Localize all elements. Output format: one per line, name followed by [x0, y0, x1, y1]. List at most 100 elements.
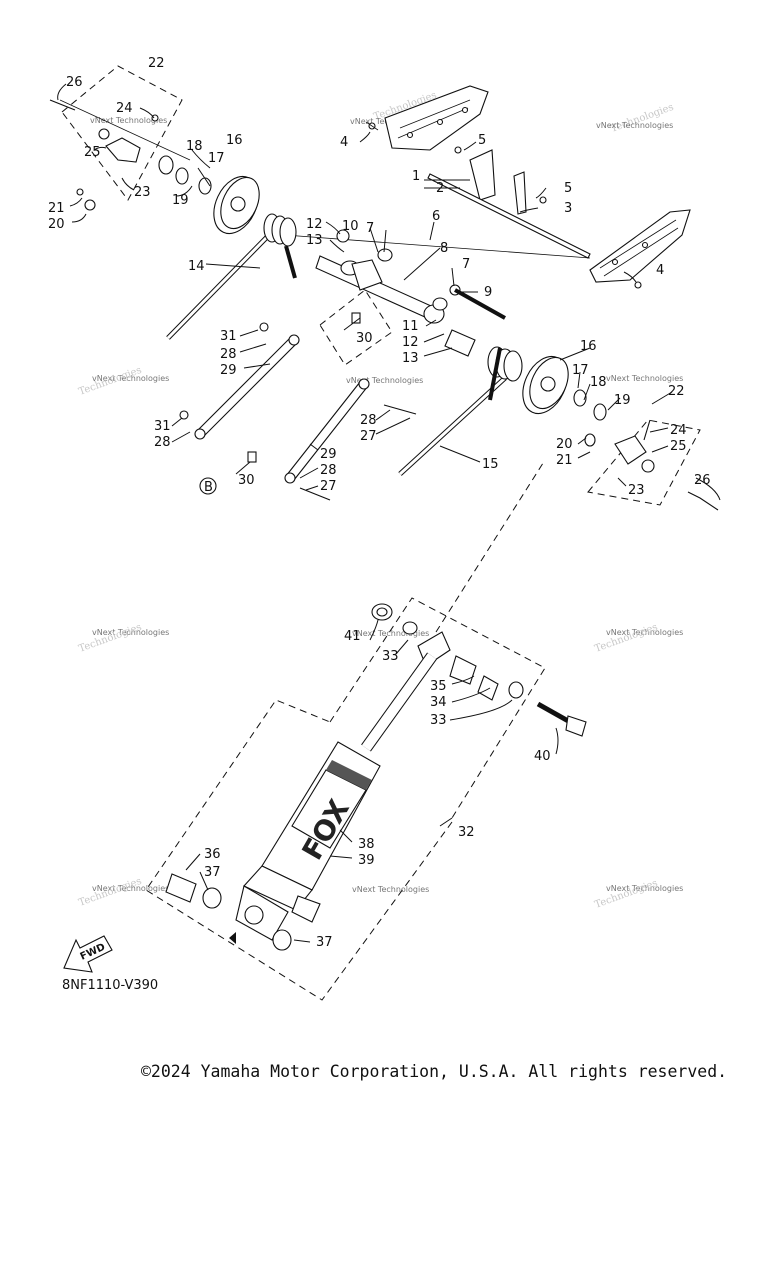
svg-text:Technologies: Technologies: [593, 878, 659, 911]
callout-6: 6: [432, 209, 440, 224]
shock-absorber: FOX: [165, 603, 524, 951]
callout-1: 1: [412, 169, 420, 184]
svg-text:vNext Technologies: vNext Technologies: [92, 374, 169, 383]
callout-30b: 30: [238, 473, 255, 488]
watermarks: Technologies vNext Technologies vNext Te…: [77, 90, 683, 911]
callout-16b: 16: [580, 339, 597, 354]
right-torsion-spring: [398, 346, 523, 476]
callout-4b: 4: [656, 263, 664, 278]
front-arm-shaft: [365, 121, 642, 289]
callout-7b: 7: [462, 257, 470, 272]
fwd-arrow-icon: FWD: [63, 935, 113, 973]
callout-5b: 5: [564, 181, 572, 196]
group-30-box: [319, 289, 393, 366]
svg-text:vNext Technologies: vNext Technologies: [346, 376, 423, 385]
front-bracket-plate-upper: [384, 85, 489, 151]
callout-30: 30: [356, 331, 373, 346]
callout-27b: 27: [320, 479, 337, 494]
callout-19: 19: [172, 193, 189, 208]
callout-12: 12: [306, 217, 323, 232]
callout-4: 4: [340, 135, 348, 150]
svg-text:B: B: [204, 480, 213, 495]
callout-33b: 33: [430, 713, 447, 728]
svg-text:vNext Technologies: vNext Technologies: [90, 116, 167, 125]
callout-18b: 18: [590, 375, 607, 390]
callout-9: 9: [484, 285, 492, 300]
callout-17: 17: [208, 151, 225, 166]
callout-40: 40: [534, 749, 551, 764]
callout-23b: 23: [628, 483, 645, 498]
left-torsion-spring: [166, 213, 297, 340]
callout-21b: 21: [556, 453, 573, 468]
exploded-parts-diagram: Technologies vNext Technologies vNext Te…: [48, 56, 721, 1001]
callout-31b: 31: [154, 419, 171, 434]
callout-19b: 19: [614, 393, 631, 408]
svg-text:vNext Technologies: vNext Technologies: [606, 628, 683, 637]
callout-18: 18: [186, 139, 203, 154]
svg-text:Technologies: Technologies: [77, 622, 143, 655]
svg-text:vNext Technologies: vNext Technologies: [606, 884, 683, 893]
callout-31: 31: [220, 329, 237, 344]
callout-21: 21: [48, 201, 65, 216]
copyright-notice: ©2024 Yamaha Motor Corporation, U.S.A. A…: [141, 1062, 728, 1081]
callout-10: 10: [342, 219, 359, 234]
callout-33: 33: [382, 649, 399, 664]
callout-27: 27: [360, 429, 377, 444]
group-32-box-lower: [145, 699, 453, 1001]
mounting-bolt: [536, 701, 587, 737]
callout-7: 7: [366, 221, 374, 236]
svg-text:vNext Technologies: vNext Technologies: [352, 885, 429, 894]
callout-16: 16: [226, 133, 243, 148]
front-bracket-plate-lower: [589, 209, 691, 283]
callout-20b: 20: [556, 437, 573, 452]
right-side-bracket: [614, 419, 719, 511]
link-rod-left: [179, 322, 300, 463]
callout-15: 15: [482, 457, 499, 472]
callout-26: 26: [66, 75, 83, 90]
leader-lines: [57, 83, 721, 943]
callout-29b: 29: [320, 447, 337, 462]
callout-13b: 13: [402, 351, 419, 366]
callout-24b: 24: [670, 423, 687, 438]
left-side-bracket: [49, 99, 159, 211]
left-wheel: [158, 155, 260, 235]
callout-37: 37: [204, 865, 221, 880]
drawing-code: 8NF1110-V390: [62, 978, 159, 993]
callout-35: 35: [430, 679, 447, 694]
callout-labels: 1 2 3 4 4 5 5 6 7 7 8 9 10 11 12 12 13 1…: [48, 56, 711, 950]
callout-28d: 28: [320, 463, 337, 478]
callout-23: 23: [134, 185, 151, 200]
callout-20: 20: [48, 217, 65, 232]
callout-38: 38: [358, 837, 375, 852]
callout-11: 11: [402, 319, 419, 334]
callout-22: 22: [148, 56, 165, 71]
callout-2: 2: [436, 181, 444, 196]
callout-34: 34: [430, 695, 447, 710]
callout-28c: 28: [360, 413, 377, 428]
svg-text:Technologies: Technologies: [593, 622, 659, 655]
svg-text:vNext Technologies: vNext Technologies: [606, 374, 683, 383]
callout-39: 39: [358, 853, 375, 868]
callout-24: 24: [116, 101, 133, 116]
alignment-line: [435, 459, 546, 633]
callout-5: 5: [478, 133, 486, 148]
callout-17b: 17: [572, 363, 589, 378]
callout-29: 29: [220, 363, 237, 378]
pivot-shaft-assembly: [315, 229, 506, 357]
callout-32: 32: [458, 825, 475, 840]
right-wheel: [522, 355, 607, 447]
callout-14: 14: [188, 259, 205, 274]
callout-13: 13: [306, 233, 323, 248]
svg-text:vNext Technologies: vNext Technologies: [92, 628, 169, 637]
svg-text:vNext Technologies: vNext Technologies: [92, 884, 169, 893]
callout-22b: 22: [668, 384, 685, 399]
callout-12b: 12: [402, 335, 419, 350]
svg-text:vNext Technologies: vNext Technologies: [596, 121, 673, 130]
callout-36: 36: [204, 847, 221, 862]
callout-8: 8: [440, 241, 448, 256]
callout-26b: 26: [694, 473, 711, 488]
reference-b: B: [199, 477, 217, 495]
callout-28b: 28: [154, 435, 171, 450]
callout-25: 25: [84, 145, 101, 160]
group-22-left-box: [61, 65, 183, 201]
